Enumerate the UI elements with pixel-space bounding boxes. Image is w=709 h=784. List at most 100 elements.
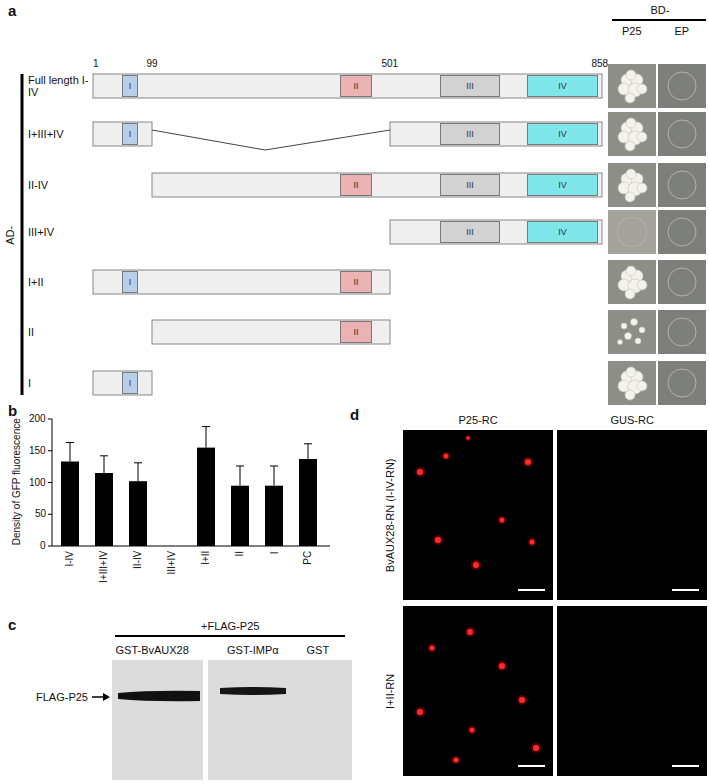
yeast-photos [608,64,706,405]
treatment-bracket [115,635,345,637]
prey-header: AD- [4,225,17,244]
plate-photo [608,112,656,156]
domain-box: IV [527,123,598,145]
axis-tick: 100 [29,477,46,489]
plate-photo [658,210,706,254]
plate-photo [658,64,706,108]
domain-label: III [466,228,474,237]
category-label: II [234,551,246,557]
domain-label: III [466,130,474,139]
chart-bar [95,473,113,546]
domain-label: II [353,82,358,91]
bait-name: P25 [622,25,642,38]
bait-name: EP [675,25,690,38]
category-label: I-IV [64,551,76,567]
yeast-colony [618,169,647,202]
fluorescent-spots [415,435,541,764]
category-label: I+II [200,551,212,565]
category-label: I+III+IV [98,551,110,583]
protein-band [118,691,200,702]
construct-bar [390,220,602,244]
plate-photo [658,361,706,405]
band-arrowhead [103,693,110,701]
panel-letter: c [8,616,16,633]
bait-header: BD- [651,4,670,17]
plate-photo [658,260,706,304]
domain-box: I [122,123,138,145]
domain-label: II [353,328,358,337]
residue-number: 1 [93,58,99,70]
column-header: GUS-RC [611,414,654,427]
plate-photo [658,112,706,156]
domain-label: I [129,278,132,287]
confocal-image [557,430,707,600]
axis-tick: 0 [40,540,46,552]
column-header: P25-RC [459,414,498,427]
domain-box: III [440,123,500,145]
scale-bar [518,590,699,766]
domain-label: IV [558,82,567,91]
residue-number: 858 [592,58,609,70]
construct-name: III+IV [28,226,54,239]
protein-band [220,687,286,695]
domain-label: II [353,181,358,190]
error-bars [66,427,312,486]
yeast-colony [618,118,647,151]
plate-photo [608,210,656,254]
chart-bar [129,481,147,546]
chart-bar [299,459,317,546]
domain-label: I [129,379,132,388]
domain-label: IV [558,130,567,139]
confocal-image [403,430,553,600]
treatment-label: +FLAG-P25 [201,620,259,633]
domain-box: II [340,174,372,196]
axis-tick: 50 [35,508,46,520]
row-header: I+II-RN [384,673,397,708]
residue-number: 501 [382,58,399,70]
residue-number: 99 [147,58,158,70]
row-header: BvAUX28-RN (I-IV-RN) [384,458,397,572]
axis-ticks [48,419,52,546]
construct-name: II-IV [28,179,48,192]
domain-label: I [129,82,132,91]
no-growth-spot [617,72,696,397]
construct-name: II [28,326,34,339]
chart-bar [197,448,215,546]
category-label: I [268,551,280,554]
panel-letter: b [8,402,17,419]
domain-box: III [440,174,500,196]
small-colonies [618,319,646,345]
band-label: FLAG-P25 [36,691,88,704]
yeast-colony [618,367,647,400]
domain-box: IV [527,75,598,97]
construct-name: I+III+IV [28,128,63,141]
chart-bar [231,486,249,546]
x-axis [52,546,330,547]
lane-label: GST-IMPα [227,644,279,657]
domain-box: III [440,75,500,97]
bd-bracket [612,19,706,21]
domain-label: IV [558,228,567,237]
lane-label: GST [307,644,330,657]
plate-photo [608,64,656,108]
domain-box: II [340,271,372,293]
chart-bar [61,462,79,547]
construct-bar [93,74,602,98]
domain-box: I [122,75,138,97]
lane-label: GST-BvAUX28 [116,644,189,657]
yeast-colony [618,70,647,103]
axis-title: Density of GFP fluorescence [10,418,22,545]
blot-divider [203,660,208,780]
domain-box: II [340,321,372,343]
domain-box: IV [527,221,598,243]
domain-box: I [122,271,138,293]
confocal-image [557,606,707,776]
construct-name: Full length I-IV [28,74,90,99]
construct-bar [93,371,152,395]
construct-bar [390,122,602,146]
domain-box: I [122,372,138,394]
plate-photo [608,163,656,207]
domain-label: III [466,181,474,190]
